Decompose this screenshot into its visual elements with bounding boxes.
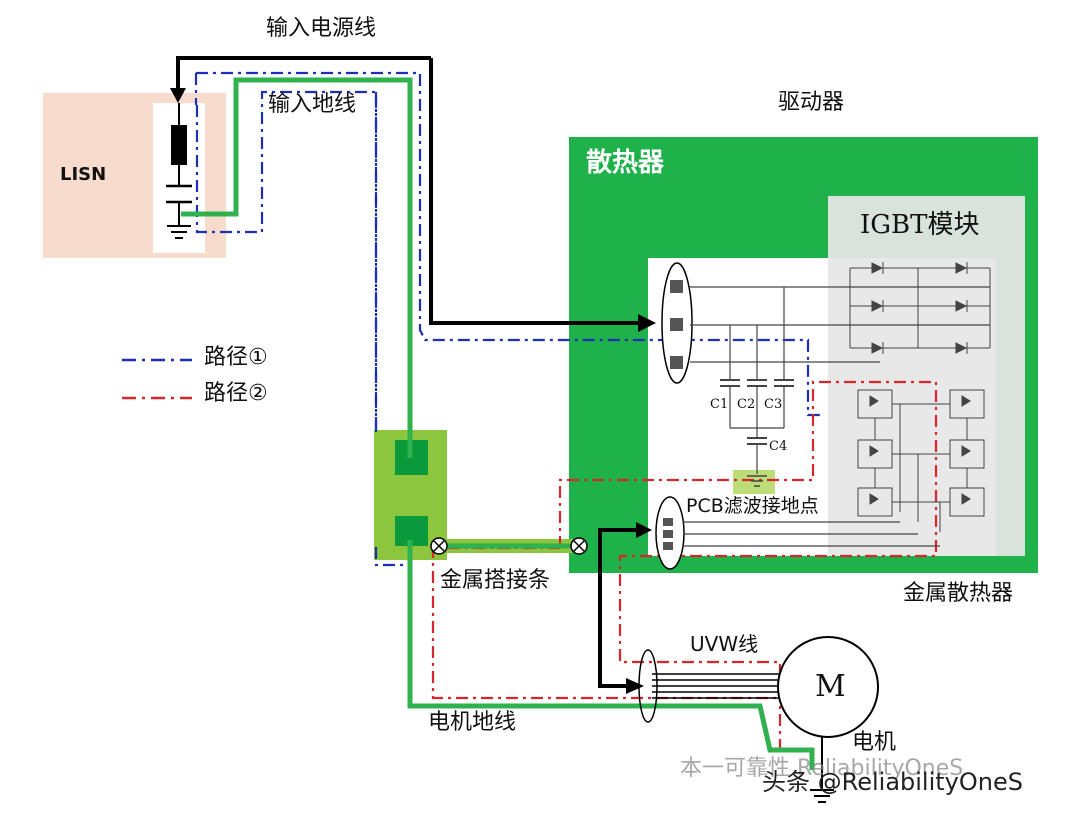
pcb-ground-highlight: [733, 470, 775, 494]
watermark-text-2: 头条 @ReliabilityOneS: [762, 768, 1023, 796]
driver-label: 驱动器: [778, 90, 845, 115]
c3-label: C3: [764, 397, 783, 412]
motor-symbol: M: [815, 669, 846, 704]
motor-ground-line-label: 电机地线: [428, 710, 517, 735]
capacitor-c3: [774, 379, 794, 428]
motor-ground-wire: [407, 540, 815, 770]
igbt-module-label: IGBT模块: [860, 210, 980, 240]
path1-return-line: [194, 73, 378, 432]
motor-icon: [777, 636, 879, 738]
input-power-wire: [176, 56, 648, 325]
uvw-arrow-right-icon: [626, 678, 644, 694]
capacitor-c2: [747, 379, 767, 428]
capacitor-c1: [720, 379, 740, 428]
motor-label: 电机: [852, 730, 897, 755]
output-arrow-up-icon: [636, 522, 652, 538]
metal-strap-label: 金属搭接条: [440, 568, 551, 593]
pcb-filter-ground-label: PCB滤波接地点: [686, 495, 819, 517]
c2-label: C2: [737, 397, 756, 412]
pcb-ground-icon: [747, 475, 767, 487]
legend-path2-label: 路径②: [204, 381, 268, 406]
metal-heatsink-label: 金属散热器: [903, 581, 1014, 606]
igbt-switch-array: [857, 389, 985, 532]
watermark-text-1: 本一可靠性 ReliabilityOneS: [680, 756, 964, 781]
legend-path1-label: 路径①: [204, 345, 268, 370]
uvw-output-wire: [598, 528, 648, 688]
motor-ground-icon: [810, 789, 834, 803]
c4-label: C4: [769, 439, 788, 454]
input-power-line-label: 输入电源线: [266, 16, 377, 41]
bolt-icon-right: [570, 537, 588, 555]
input-ground-line-label: 输入地线: [268, 92, 357, 117]
uvw-cable: [652, 673, 785, 699]
c1-label: C1: [710, 397, 729, 412]
lisn-resistor: [171, 125, 187, 165]
path2-line: [431, 380, 938, 748]
ground-wire: [181, 77, 413, 458]
bolt-icon-left: [430, 537, 448, 555]
capacitor-c4: [747, 437, 767, 474]
power-arrow-right-icon: [638, 314, 656, 332]
uvw-line-label: UVW线: [690, 632, 759, 656]
heatsink-label: 散热器: [586, 148, 665, 178]
power-arrow-down-icon: [170, 88, 186, 103]
lisn-label: LISN: [60, 164, 107, 185]
igbt-module-panel: [828, 196, 1025, 556]
igbt-diode-array: [849, 262, 991, 354]
